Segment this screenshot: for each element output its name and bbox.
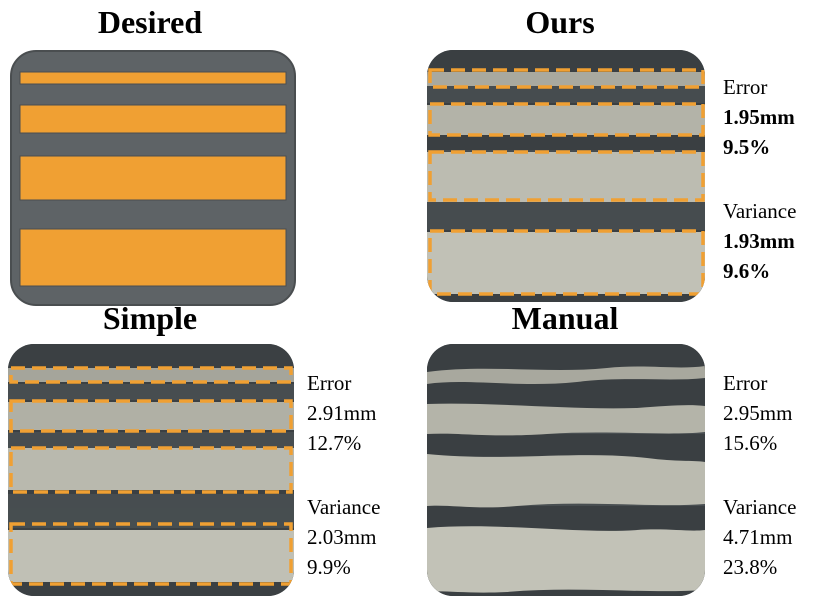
ours-stats: Error 1.95mm 9.5% Variance 1.93mm 9.6% bbox=[723, 72, 796, 286]
ours-bead-3 bbox=[427, 152, 705, 202]
simple-error-mm: 2.91mm bbox=[307, 401, 377, 425]
ours-error-mm: 1.95mm bbox=[723, 105, 795, 129]
manual-print-image bbox=[427, 344, 705, 596]
manual-variance-label: Variance bbox=[723, 495, 797, 519]
ours-bead-1 bbox=[427, 72, 705, 86]
simple-photo bbox=[8, 344, 294, 596]
manual-photo bbox=[427, 344, 705, 596]
manual-error-label: Error bbox=[723, 371, 768, 395]
manual-bead-3 bbox=[427, 454, 705, 508]
manual-title: Manual bbox=[511, 300, 619, 336]
simple-bead-2 bbox=[8, 402, 294, 430]
manual-bead-2 bbox=[427, 403, 705, 436]
ours-photo bbox=[427, 50, 705, 302]
target-stripe-3 bbox=[19, 155, 287, 201]
manual-variance-mm: 4.71mm bbox=[723, 525, 793, 549]
ours-variance-pct: 9.6% bbox=[723, 259, 771, 283]
desired-pattern bbox=[19, 71, 287, 287]
desired-title: Desired bbox=[97, 4, 203, 40]
target-stripe-1 bbox=[19, 71, 287, 85]
desired-panel bbox=[10, 50, 296, 306]
simple-bead-3 bbox=[8, 448, 294, 490]
manual-error-pct: 15.6% bbox=[723, 431, 778, 455]
simple-variance-pct: 9.9% bbox=[307, 555, 351, 579]
manual-error-mm: 2.95mm bbox=[723, 401, 793, 425]
simple-title: Simple bbox=[102, 300, 198, 336]
simple-variance-mm: 2.03mm bbox=[307, 525, 377, 549]
ours-target-outlines bbox=[428, 68, 705, 296]
ours-bead-4 bbox=[427, 232, 705, 294]
manual-bead-1 bbox=[427, 366, 705, 384]
simple-target-outlines bbox=[9, 366, 293, 586]
ours-title: Ours bbox=[525, 4, 595, 40]
simple-stats: Error 2.91mm 12.7% Variance 2.03mm 9.9% bbox=[307, 368, 380, 582]
ours-error-pct: 9.5% bbox=[723, 135, 771, 159]
simple-variance-label: Variance bbox=[307, 495, 381, 519]
simple-bead-1 bbox=[8, 368, 294, 382]
simple-error-label: Error bbox=[307, 371, 352, 395]
ours-variance-mm: 1.93mm bbox=[723, 229, 795, 253]
ours-variance-label: Variance bbox=[723, 199, 797, 223]
ours-bead-2 bbox=[427, 105, 705, 135]
simple-bead-4 bbox=[8, 530, 294, 582]
ours-error-label: Error bbox=[723, 75, 768, 99]
simple-error-pct: 12.7% bbox=[307, 431, 362, 455]
manual-stats: Error 2.95mm 15.6% Variance 4.71mm 23.8% bbox=[723, 368, 796, 582]
target-stripe-2 bbox=[19, 104, 287, 134]
manual-variance-pct: 23.8% bbox=[723, 555, 778, 579]
ours-print-image bbox=[427, 50, 705, 302]
manual-bead-4 bbox=[427, 526, 705, 593]
target-stripe-4 bbox=[19, 228, 287, 287]
simple-print-image bbox=[8, 344, 294, 596]
